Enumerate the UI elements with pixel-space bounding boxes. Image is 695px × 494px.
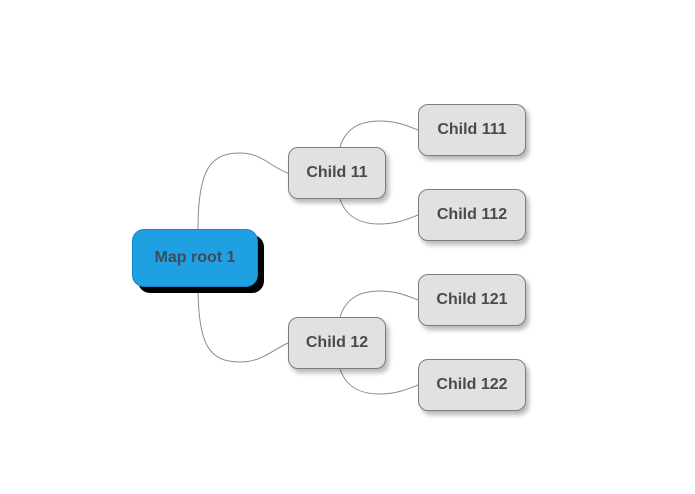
link-child-11-child-112: [339, 198, 419, 225]
node-label: Child 111: [437, 121, 507, 138]
node-child-111[interactable]: Child 111: [418, 104, 526, 156]
node-label: Child 122: [436, 376, 508, 393]
root-node-label: Map root 1: [154, 249, 236, 266]
node-child-12[interactable]: Child 12: [288, 317, 386, 369]
link-root-child-11: [197, 152, 289, 230]
node-child-11[interactable]: Child 11: [288, 147, 386, 199]
link-child-11-child-111: [339, 120, 419, 148]
root-node[interactable]: Map root 1: [132, 229, 258, 287]
node-label: Child 112: [436, 206, 508, 223]
link-child-12-child-121: [339, 290, 419, 318]
node-child-121[interactable]: Child 121: [418, 274, 526, 326]
node-child-122[interactable]: Child 122: [418, 359, 526, 411]
node-label: Child 11: [306, 164, 368, 181]
node-label: Child 121: [436, 291, 508, 308]
link-root-child-12: [197, 286, 289, 363]
link-child-12-child-122: [339, 368, 419, 395]
node-label: Child 12: [305, 334, 369, 351]
node-child-112[interactable]: Child 112: [418, 189, 526, 241]
